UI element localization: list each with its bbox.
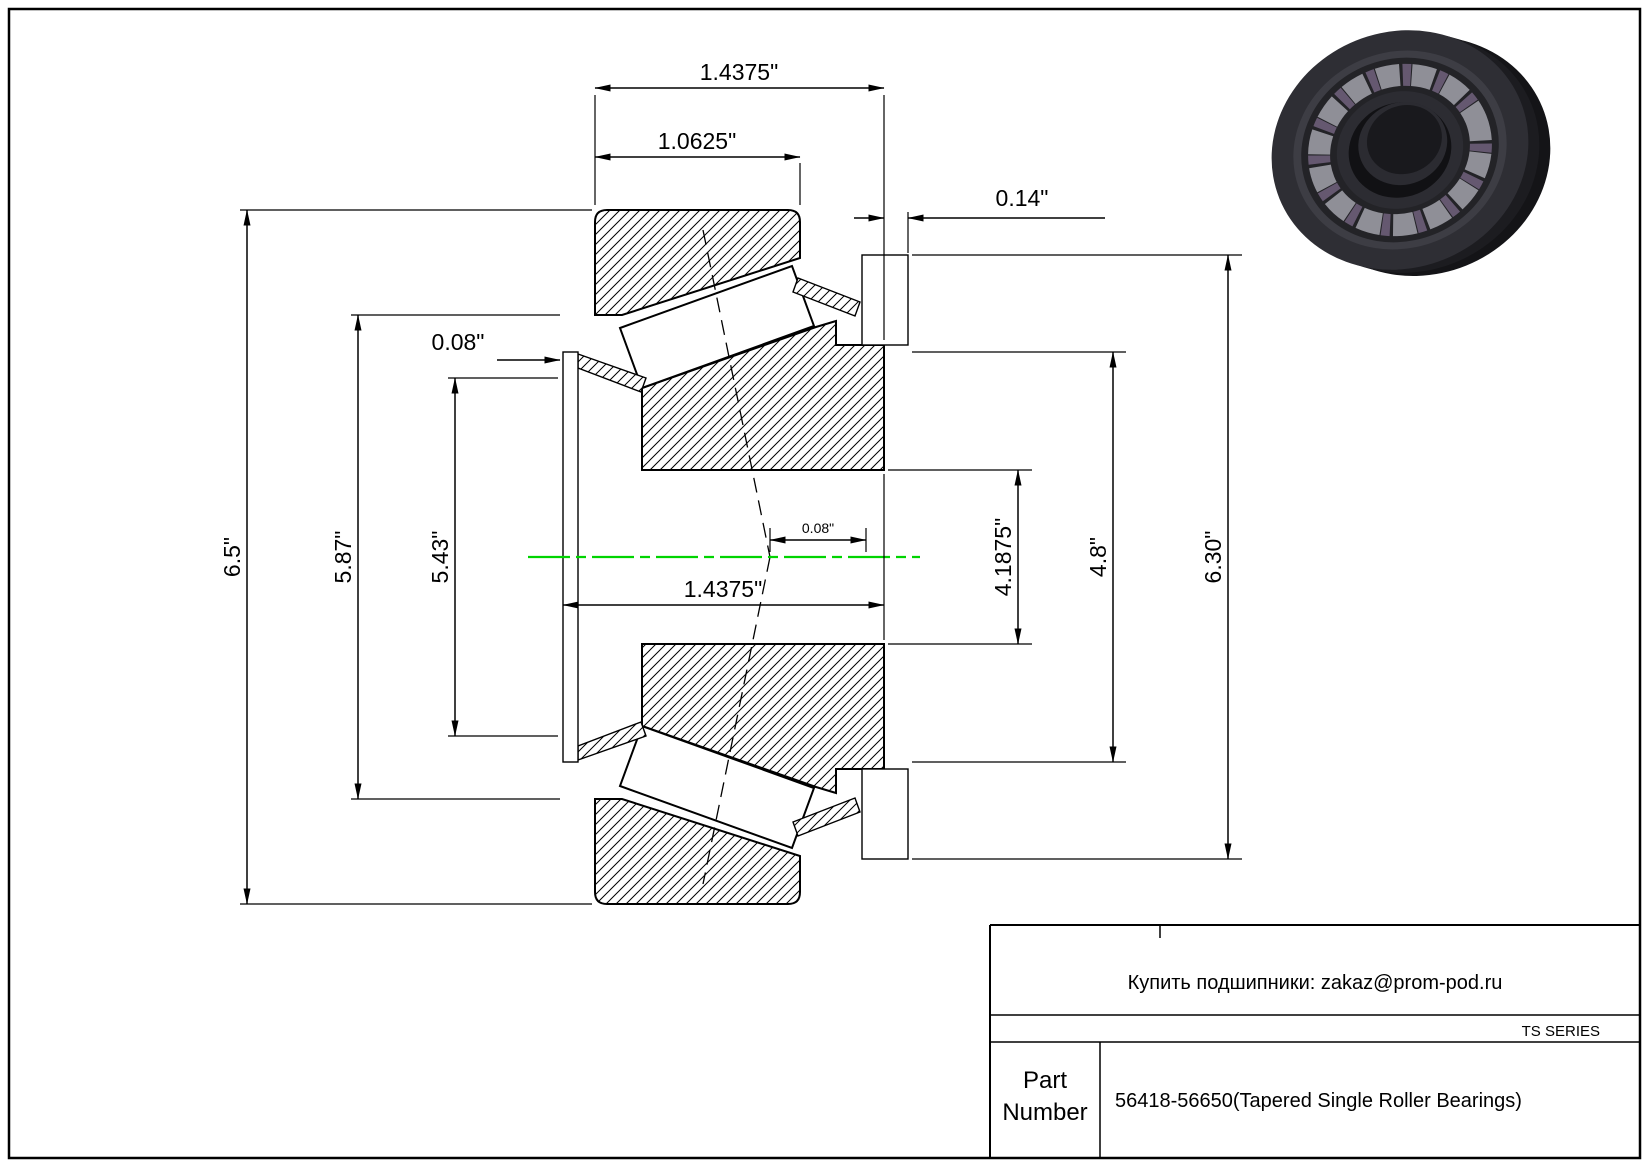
dim-label-cup-standout: 0.14" [996,185,1049,211]
bearing-3d-rollers [1308,63,1492,237]
cup-top-section [594,209,801,316]
dim-label-outer-diameter: 6.5" [219,537,245,577]
dimension-labels: 1.4375" 1.0625" 0.14" 0.08" 1.4375" 0.08… [219,59,1226,602]
dim-label-6-30: 6.30" [1200,531,1226,584]
page-border [7,7,1642,1160]
dim-label-bore: 4.1875" [990,518,1016,597]
bearing-3d-bore-hole [1366,104,1442,175]
cup-bottom-section [594,798,801,905]
dim-label-top-width: 1.4375" [700,59,779,85]
dim-label-5-43: 5.43" [427,531,453,584]
dim-label-5-87: 5.87" [330,531,356,584]
title-block: Купить подшипники: zakaz@prom-pod.ru TS … [989,924,1640,1158]
cup-back-flange-bottom [861,768,909,860]
cone-top-section [641,319,885,471]
part-number-label-line2: Number [1002,1099,1087,1126]
cone-bottom-section [641,643,885,795]
part-number-label-line1: Part [1023,1067,1067,1094]
roller-axis-line-bottom [702,556,771,885]
roller-axis-line-top [702,229,771,558]
bearing-cross-section [528,209,920,905]
cage-strip-top-large-end [792,277,861,317]
dimension-lines [243,84,1232,905]
roller-bottom [618,724,816,850]
dim-label-center-width: 1.4375" [684,576,763,602]
cup-back-flange-top [861,254,909,346]
dim-label-cage-thickness: 0.08" [432,329,485,355]
bearing-3d-cage [1308,63,1492,237]
roller-top [618,264,816,390]
dim-label-apex-offset: 0.08" [802,520,834,536]
dim-label-cone-width: 1.0625" [658,128,737,154]
cage-strip-bottom-large-end [792,797,861,837]
bearing-3d-render [1271,30,1551,276]
part-number-value: 56418-56650(Tapered Single Roller Bearin… [1115,1090,1522,1112]
contact-email-text: Купить подшипники: zakaz@prom-pod.ru [1128,972,1503,994]
dim-label-4-8: 4.8" [1085,537,1111,577]
series-label: TS SERIES [1522,1023,1600,1040]
extension-lines [240,95,1242,905]
